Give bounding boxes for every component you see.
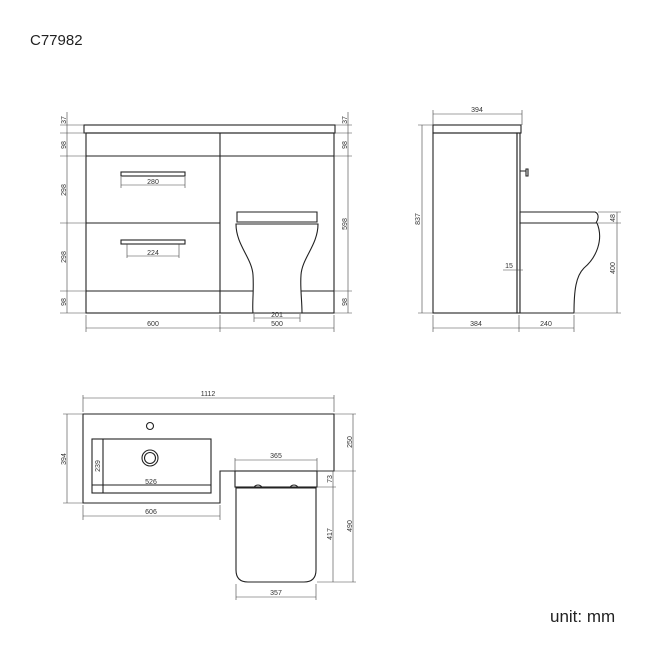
plan-view: 1112 394 239 526 606 365 250 73 490 417 … xyxy=(61,391,356,600)
side-view: 394 837 48 400 15 384 240 xyxy=(415,107,621,332)
dimension-line xyxy=(82,505,221,520)
side-handle-top xyxy=(520,168,529,177)
dim-pan-height: 400 xyxy=(610,262,617,274)
dimension-line xyxy=(63,413,83,504)
dim-cistern-width: 365 xyxy=(270,453,282,460)
cistern xyxy=(234,470,318,488)
dim-seat: 48 xyxy=(610,214,617,222)
dim-right-3: 98 xyxy=(342,298,349,306)
side-worktop xyxy=(432,124,522,134)
dimension-line xyxy=(418,124,433,314)
dim-height: 837 xyxy=(415,213,422,225)
dimension-line xyxy=(85,315,335,332)
dim-seat-depth: 417 xyxy=(327,528,334,540)
dim-handle-bottom: 224 xyxy=(147,250,159,257)
dim-handle-top: 280 xyxy=(147,179,159,186)
dim-left-1: 98 xyxy=(61,141,68,149)
dim-right-0: 37 xyxy=(342,116,349,124)
dim-basin-width: 526 xyxy=(145,479,157,486)
toilet-seat-front xyxy=(236,211,318,223)
dim-cistern-depth: 73 xyxy=(327,475,334,483)
drain-inner xyxy=(143,451,157,465)
dimension-line xyxy=(253,314,301,322)
dim-top-depth: 394 xyxy=(471,107,483,114)
toilet-bowl-front xyxy=(235,223,319,314)
basin xyxy=(91,438,212,494)
dim-depth: 394 xyxy=(61,453,68,465)
front-view: 280 224 201 600 500 37 98 298 298 98 37 … xyxy=(60,112,352,332)
dimension-line xyxy=(120,177,186,188)
tap-hole xyxy=(145,421,155,431)
dimension-line xyxy=(92,439,211,493)
seat-hinges xyxy=(253,484,299,489)
dimension-line xyxy=(60,112,86,314)
dim-left-4: 98 xyxy=(61,298,68,306)
dimension-line xyxy=(234,458,318,471)
dimension-line xyxy=(334,112,352,314)
dim-basin-depth: 239 xyxy=(95,460,102,472)
dim-seat-width: 357 xyxy=(270,590,282,597)
dim-toilet-unit-width: 500 xyxy=(271,321,283,328)
unit-label: unit: mm xyxy=(550,607,616,626)
dim-left-3: 298 xyxy=(61,251,68,263)
dimension-line xyxy=(82,395,335,412)
dim-cabinet-width: 600 xyxy=(147,321,159,328)
side-toilet-seat xyxy=(519,211,599,224)
dimension-line xyxy=(317,413,356,583)
dim-cabinet-depth: 384 xyxy=(470,321,482,328)
dimension-line xyxy=(575,211,621,314)
dim-right-2: 598 xyxy=(342,218,349,230)
drawer-handle-top xyxy=(120,171,186,177)
dim-pan-total-depth: 490 xyxy=(347,520,354,532)
drain-outer xyxy=(141,449,159,467)
dim-pan-base: 201 xyxy=(271,312,283,319)
dim-right-1: 98 xyxy=(342,141,349,149)
worktop xyxy=(83,124,336,134)
dim-basin-unit-width: 606 xyxy=(145,509,157,516)
side-toilet-bowl xyxy=(519,222,601,314)
dimension-line xyxy=(432,315,575,332)
dim-door: 15 xyxy=(505,263,513,270)
dimension-line xyxy=(432,110,523,125)
dimension-line xyxy=(126,244,180,258)
dim-pan-projection: 240 xyxy=(540,321,552,328)
dim-left-2: 298 xyxy=(61,184,68,196)
drawer-handle-bottom xyxy=(120,239,186,245)
dim-top-step: 250 xyxy=(347,436,354,448)
dimension-line xyxy=(235,584,317,600)
product-code: C77982 xyxy=(30,32,83,49)
side-cabinet xyxy=(432,132,518,314)
dim-left-0: 37 xyxy=(61,116,68,124)
toilet-seat-plan xyxy=(235,487,317,583)
dim-total-width: 1112 xyxy=(201,391,216,398)
